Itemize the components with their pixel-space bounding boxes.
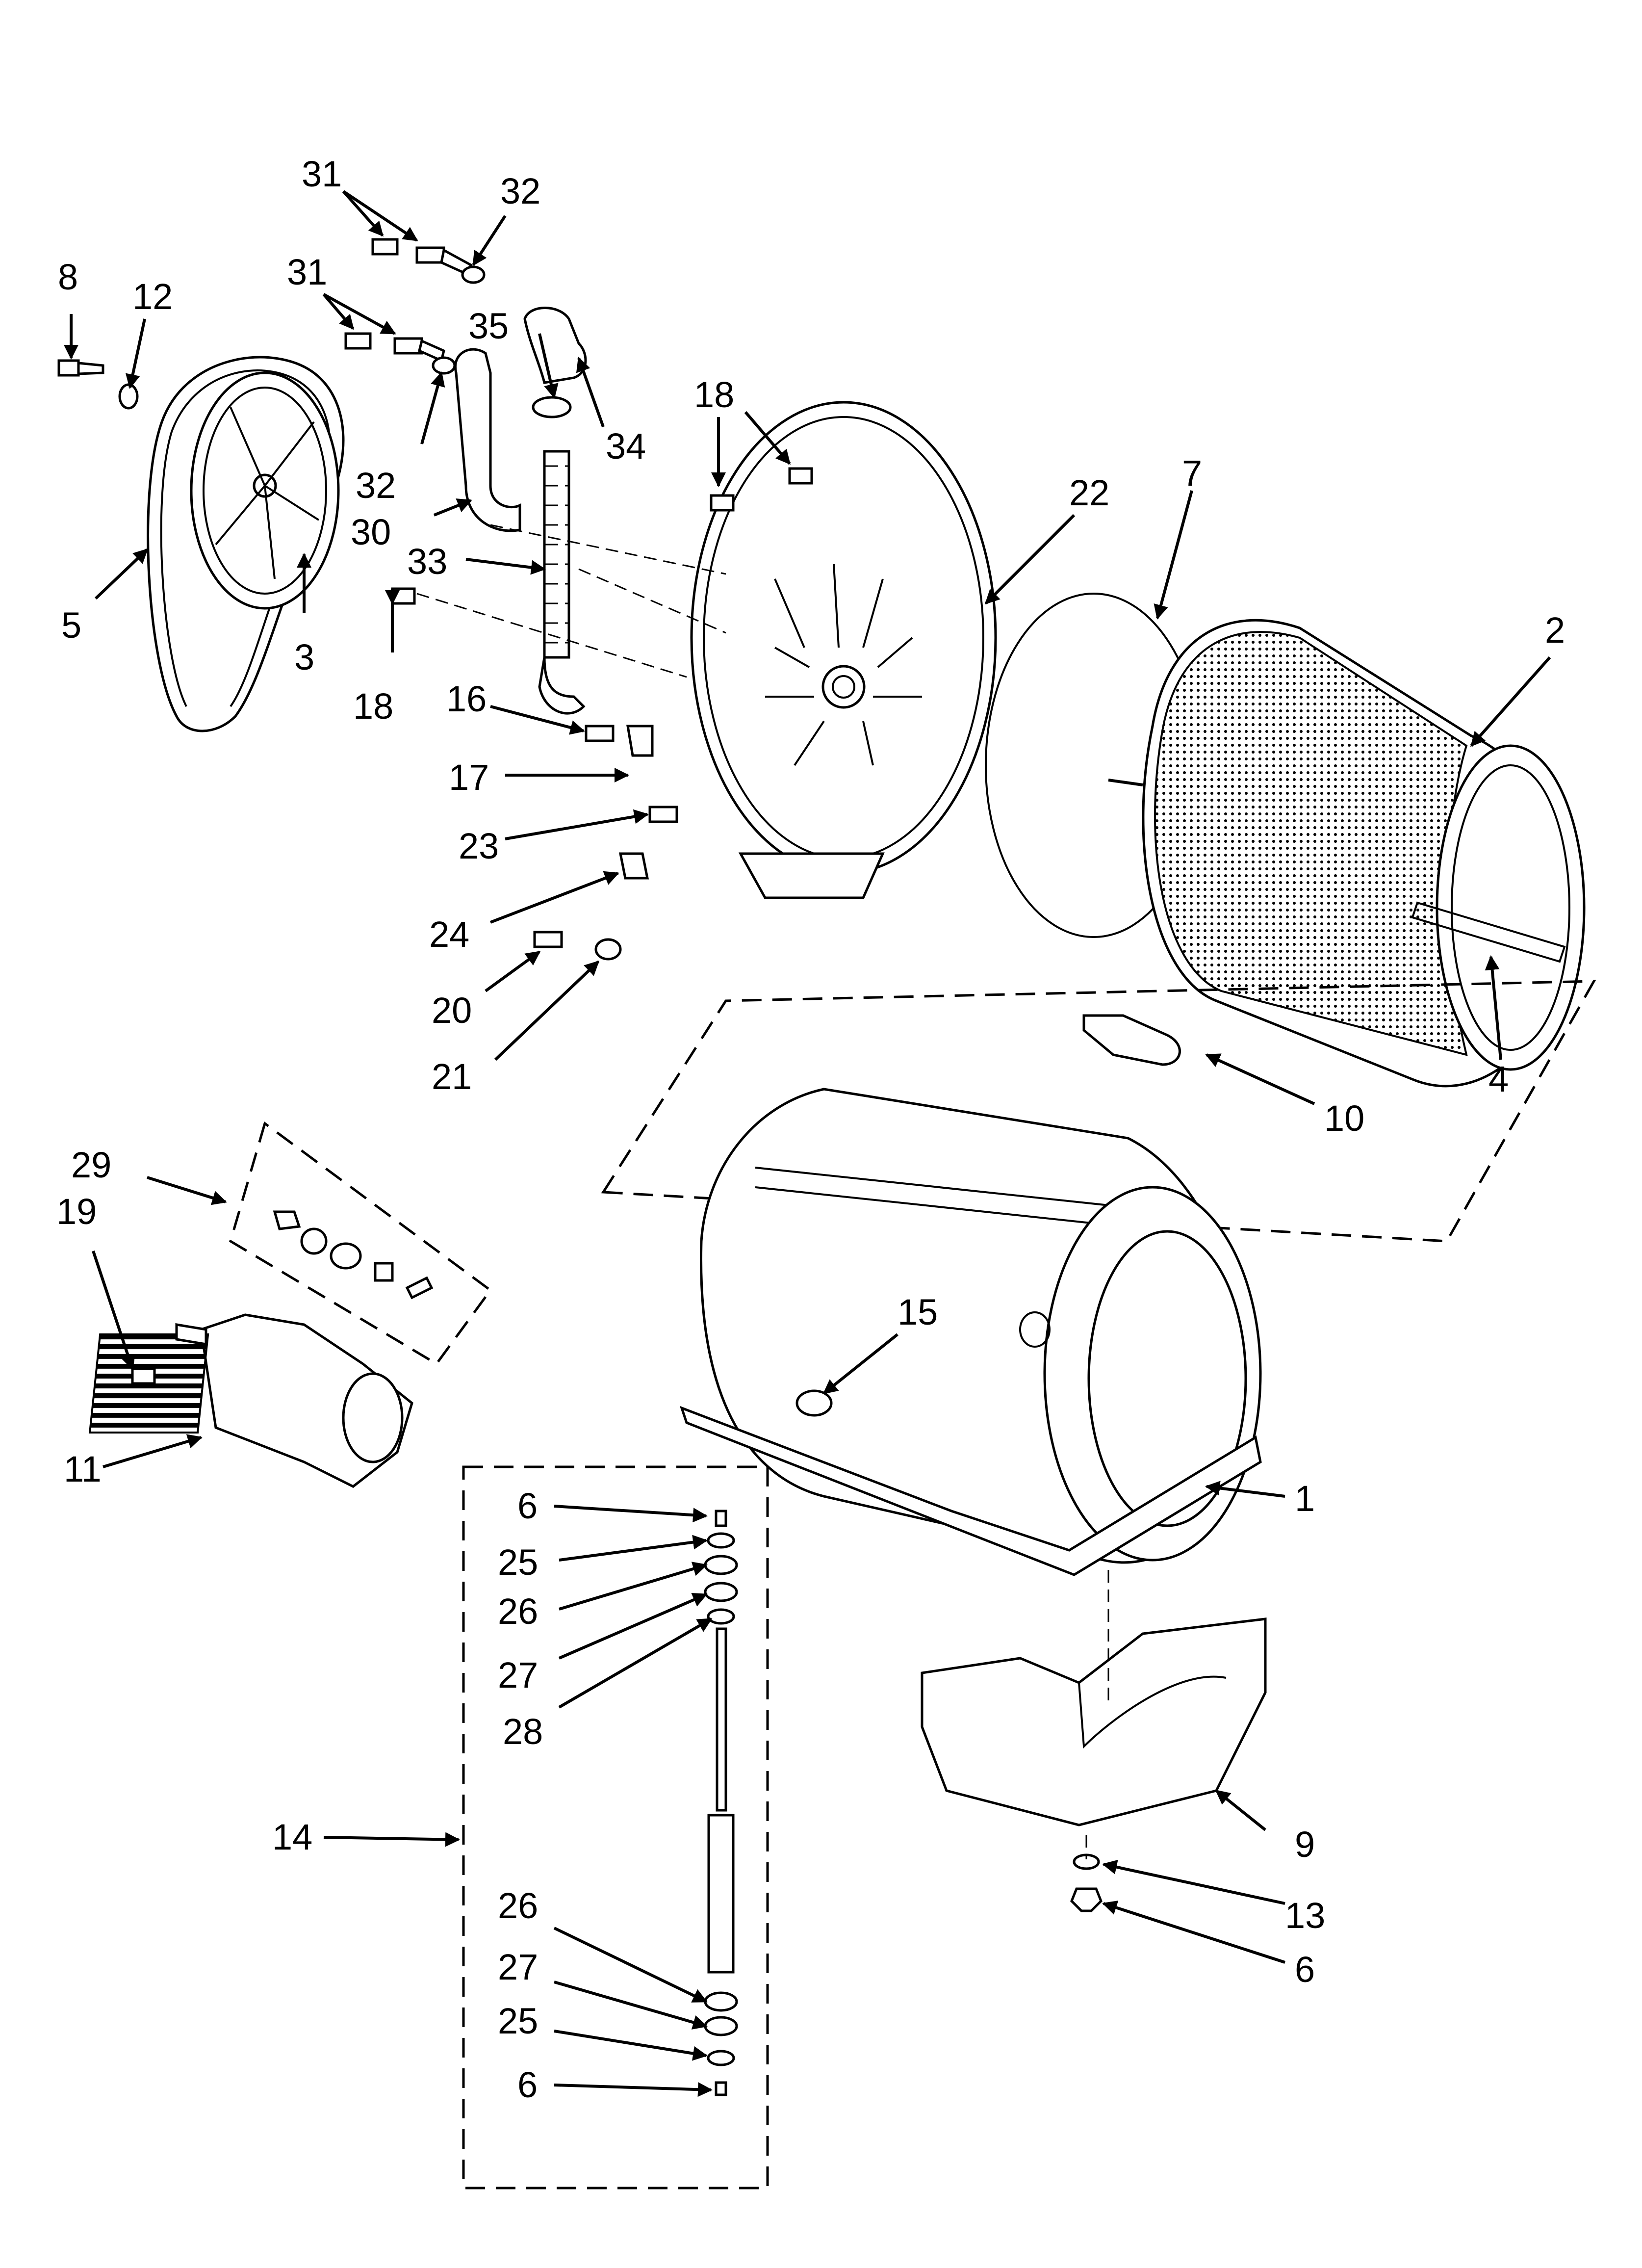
callout-31-mid: 31 [287,252,327,292]
base-washer-nut [1070,1570,1109,1912]
pulley-bolt [57,359,104,377]
callout-22: 22 [1069,472,1109,513]
screws-group-mid [344,332,456,375]
rear-tub-panel [690,401,997,899]
callout-23: 23 [459,826,499,866]
callout-26-top: 26 [498,1591,538,1632]
callout-26-bottom: 26 [498,1885,538,1926]
callout-32-top: 32 [500,171,540,211]
callout-12: 12 [132,276,173,317]
leader-lines [64,190,1551,2097]
outer-tub [679,1088,1262,1576]
motor-bolt [131,1367,156,1385]
callout-1: 1 [1295,1478,1315,1519]
callout-11: 11 [64,1449,102,1489]
callout-16: 16 [446,678,487,719]
callout-4: 4 [1488,1059,1509,1099]
heater-element [1082,1014,1181,1066]
screws-group-top [371,238,486,284]
pulley-nut [118,383,139,410]
callout-18-left: 18 [353,686,393,727]
drive-motor [88,1313,413,1488]
callout-27-bottom: 27 [498,1947,538,1987]
callout-35: 35 [468,306,509,346]
callout-25-top: 25 [498,1542,538,1583]
callout-14: 14 [272,1817,312,1857]
callout-15: 15 [898,1292,938,1332]
hose-elbow [523,307,587,384]
callout-21: 21 [432,1056,472,1097]
callout-32-mid: 32 [356,465,396,506]
callout-6-bottom: 6 [517,2064,538,2105]
callout-30: 30 [351,512,391,552]
callout-17: 17 [449,757,489,798]
wash-basket [1108,619,1586,1088]
dash-guidelines [416,524,726,678]
callout-5: 5 [61,605,81,646]
hardware-23-24 [618,806,678,880]
callout-19: 19 [56,1191,97,1232]
callout-34: 34 [606,426,646,467]
callout-20: 20 [432,990,472,1031]
callout-13: 13 [1285,1895,1325,1936]
callout-29: 29 [71,1145,111,1185]
drain-hose [538,450,586,715]
pulley-wheel [190,371,340,610]
hose-clamp [532,396,572,418]
callout-7: 7 [1182,453,1202,494]
callout-33: 33 [407,541,447,582]
callout-10: 10 [1324,1098,1364,1139]
suspension-dashed-box [462,1465,769,2190]
callout-31-top: 31 [302,154,342,194]
damper-strut [704,1510,738,2096]
callout-2: 2 [1545,610,1565,651]
callout-24: 24 [429,914,469,955]
callout-8: 8 [58,257,78,297]
callout-6-top: 6 [517,1486,538,1526]
tub-grommet [795,1389,833,1417]
callout-6-base: 6 [1295,1949,1315,1990]
inlet-hose [454,348,521,532]
callout-labels: 8 12 5 3 31 32 31 32 30 33 18 35 34 18 2… [56,154,1565,2105]
callout-28: 28 [503,1711,543,1752]
callout-18-right: 18 [694,374,734,415]
hardware-16-17 [585,725,654,757]
callout-3: 3 [294,637,314,678]
callout-25-bottom: 25 [498,2001,538,2041]
tub-support-base [921,1617,1267,1826]
callout-9: 9 [1295,1824,1315,1865]
motor-hardware-dashed-box [229,1121,492,1366]
hardware-20-21 [533,931,622,961]
callout-27-top: 27 [498,1655,538,1695]
